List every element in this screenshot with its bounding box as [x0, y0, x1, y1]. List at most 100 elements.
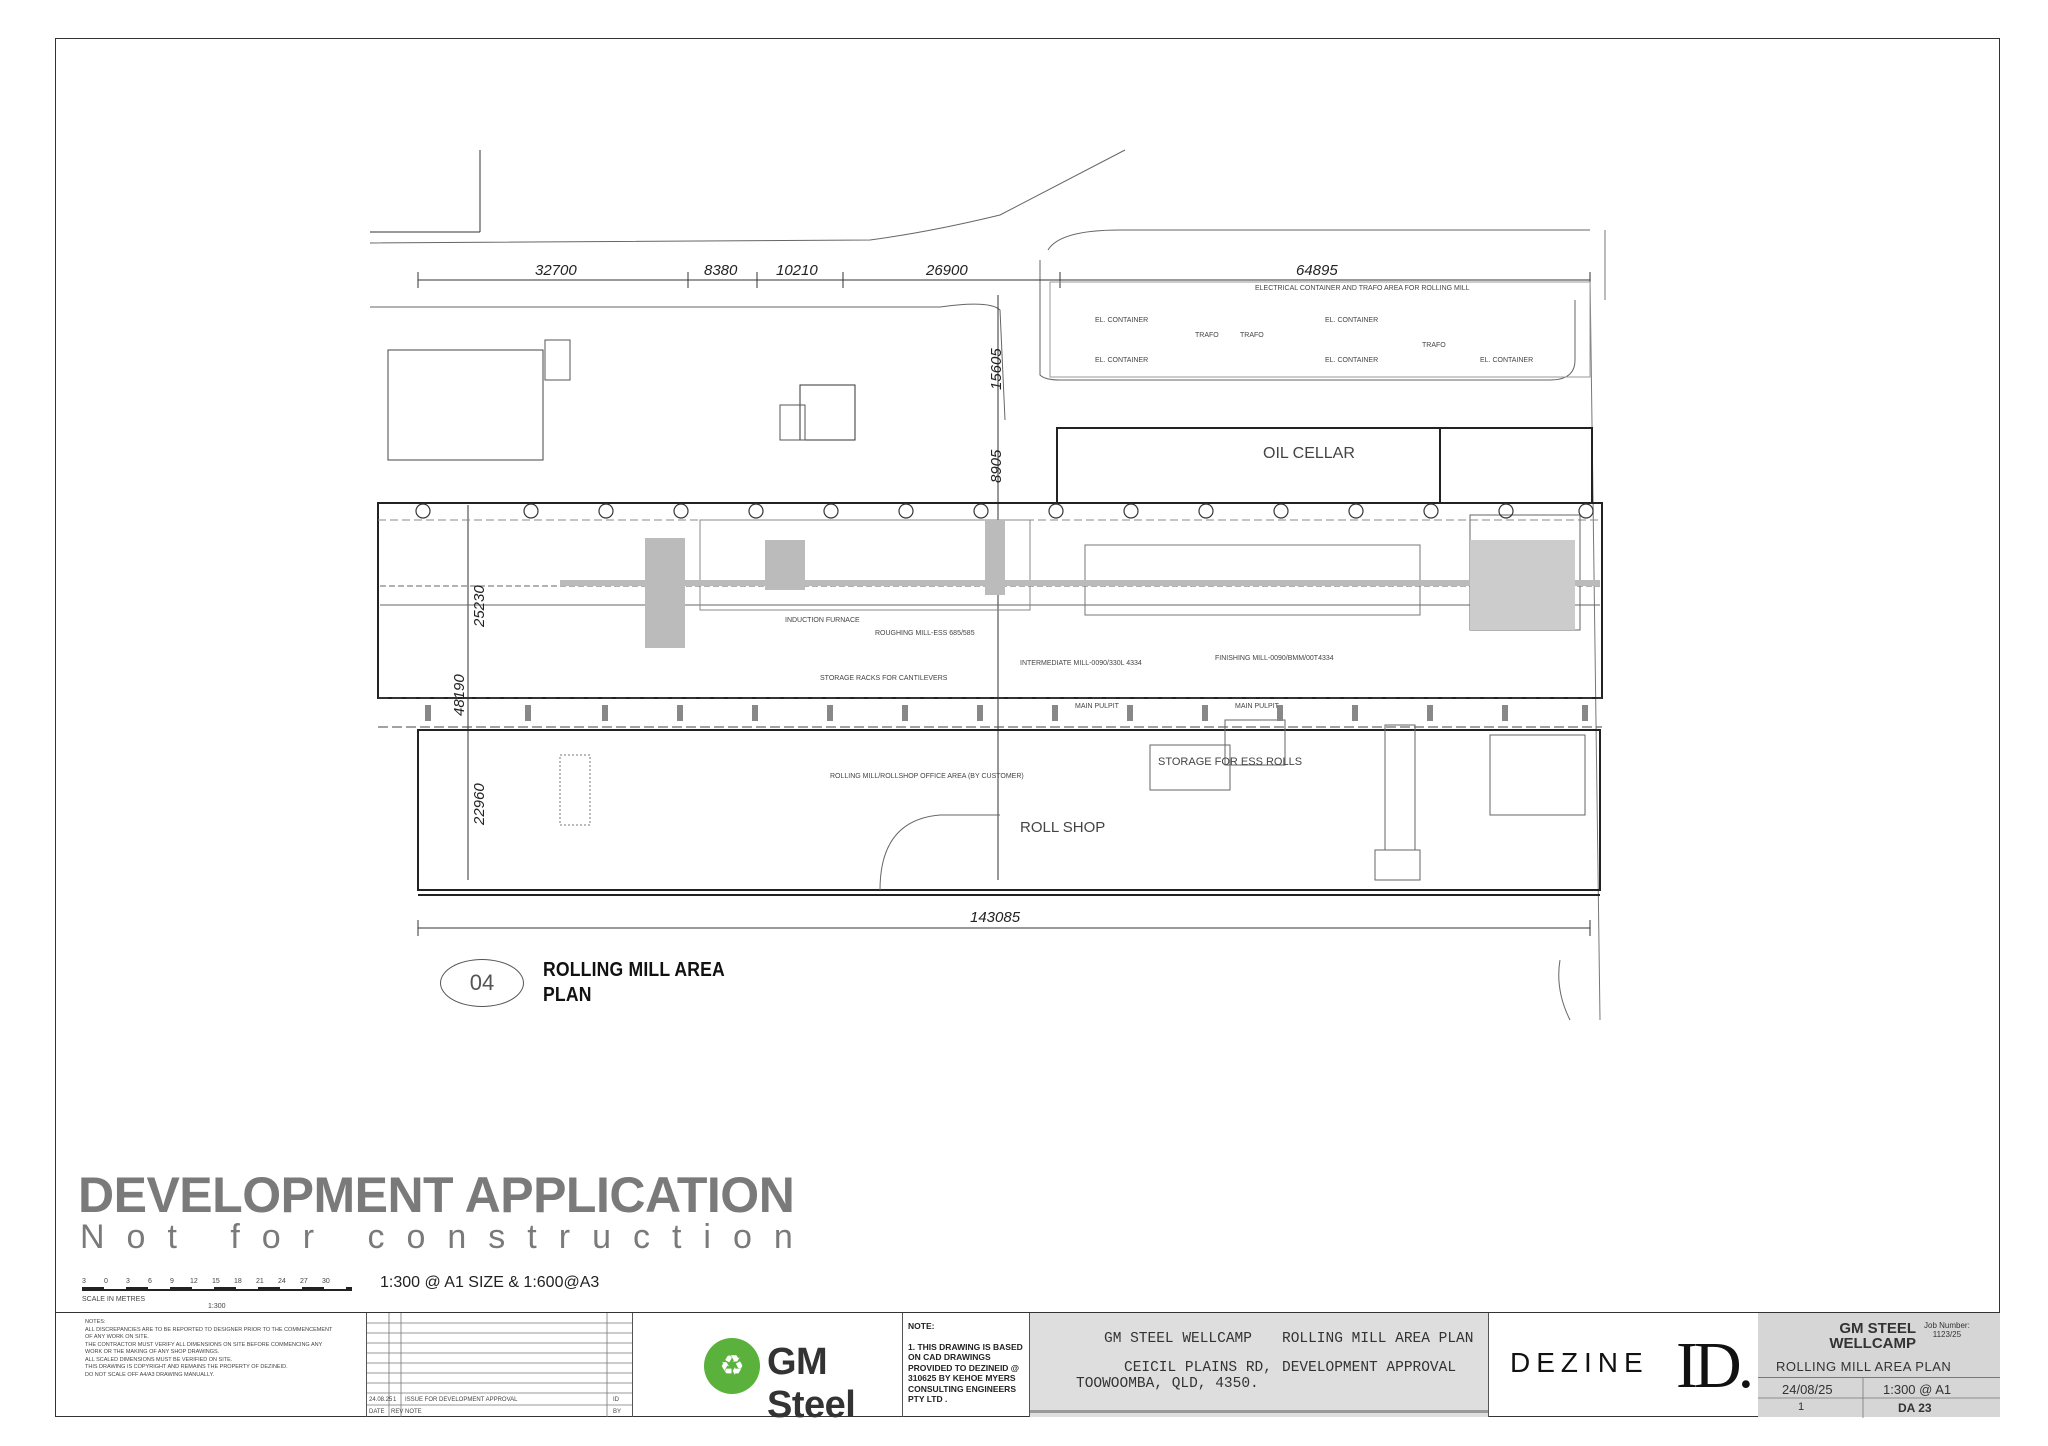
label-induction-furnace: INDUCTION FURNACE — [785, 617, 860, 624]
revision-date: 24.08.25 — [369, 1397, 393, 1403]
note-5: DO NOT SCALE OFF A4/A3 DRAWING MANUALLY. — [85, 1371, 215, 1378]
scale-tick-1: 0 — [104, 1278, 108, 1285]
revision-header-date: DATE — [369, 1409, 385, 1415]
project-name: GM STEEL WELLCAMP — [1104, 1331, 1252, 1347]
revision-table: 24.08.25 1 ISSUE FOR DEVELOPMENT APPROVA… — [367, 1313, 633, 1417]
job-number: Job Number: 1123/25 — [1924, 1321, 1970, 1339]
revision-date-value: 24/08/25 — [1782, 1382, 1833, 1397]
drawing-info-grid: 24/08/25 1:300 @ A1 1 DA 23 — [1758, 1377, 2000, 1418]
drawing-sheet-border — [55, 38, 2000, 1417]
plan-title-line1: ROLLING MILL AREA — [543, 959, 725, 981]
designer-logo: DEZINE ID. — [1488, 1313, 1759, 1417]
drawing-note-text: 1. THIS DRAWING IS BASED ON CAD DRAWINGS… — [908, 1341, 1023, 1405]
plan-title-line2: PLAN — [543, 984, 592, 1006]
scale-tick-11: 30 — [322, 1278, 330, 1285]
plan-title: ROLLING MILL AREA PLAN — [543, 958, 737, 1008]
label-trafo-3: TRAFO — [1422, 342, 1446, 349]
scale-tick-3: 6 — [148, 1278, 152, 1285]
scale-tick-5: 12 — [190, 1278, 198, 1285]
label-el-container-4: EL. CONTAINER — [1325, 357, 1378, 364]
scale-tick-7: 18 — [234, 1278, 242, 1285]
scale-value: 1:300 @ A1 — [1883, 1382, 1952, 1397]
dim-top-2: 8380 — [704, 262, 738, 279]
general-notes: NOTES: ALL DISCREPANCIES ARE TO BE REPOR… — [55, 1313, 367, 1417]
scale-label: SCALE IN METRES — [82, 1296, 145, 1303]
recycle-icon: ♻ — [704, 1338, 760, 1394]
dim-top-4: 26900 — [925, 262, 968, 279]
drawing-note: NOTE: 1. THIS DRAWING IS BASED ON CAD DR… — [902, 1313, 1030, 1417]
revision-note: ISSUE FOR DEVELOPMENT APPROVAL — [405, 1397, 518, 1403]
scale-tick-4: 9 — [170, 1278, 174, 1285]
label-main-pulpit-2: MAIN PULPIT — [1235, 703, 1280, 710]
scale-tick-9: 24 — [278, 1278, 286, 1285]
scale-tick-2: 3 — [126, 1278, 130, 1285]
drawing-title: ROLLING MILL AREA PLAN — [1776, 1359, 1952, 1374]
development-application-title: DEVELOPMENT APPLICATION — [78, 1167, 795, 1223]
label-trafo-2: TRAFO — [1240, 332, 1264, 339]
label-storage-cantilevers: STORAGE RACKS FOR CANTILEVERS — [820, 675, 948, 682]
plan-reference-badge: 04 — [440, 959, 524, 1007]
drawing-status: DEVELOPMENT APPROVAL — [1282, 1360, 1457, 1376]
dim-top-3: 10210 — [776, 262, 818, 279]
label-main-pulpit-1: MAIN PULPIT — [1075, 703, 1120, 710]
dim-side-4: 48190 — [451, 674, 468, 716]
not-for-construction-subtitle: Not for construction — [80, 1218, 815, 1256]
revision-header-note: NOTE — [405, 1409, 422, 1415]
revision-header-rev: REV — [391, 1409, 403, 1415]
drawing-info-grid-lines — [1758, 1378, 2000, 1418]
drawing-name: ROLLING MILL AREA PLAN — [1282, 1331, 1474, 1347]
note-4: THIS DRAWING IS COPYRIGHT AND REMAINS TH… — [85, 1364, 288, 1370]
scale-note: 1:300 @ A1 SIZE & 1:600@A3 — [380, 1274, 600, 1291]
label-el-container-1: EL. CONTAINER — [1095, 317, 1148, 324]
label-roughing-mill: ROUGHING MILL-ESS 685/585 — [875, 630, 975, 637]
label-oil-cellar: OIL CELLAR — [1263, 445, 1355, 462]
drawing-number: DA 23 — [1898, 1401, 1932, 1415]
project-details: GM STEEL WELLCAMP CEICIL PLAINS RD, TOOW… — [1030, 1313, 1489, 1417]
client-name: GM STEEL WELLCAMP — [1816, 1321, 1916, 1351]
client-name-line1: GM STEEL — [1839, 1320, 1916, 1337]
revision-by: ID — [613, 1397, 620, 1403]
label-electrical-area: ELECTRICAL CONTAINER AND TRAFO AREA FOR … — [1255, 285, 1470, 292]
note-2: THE CONTRACTOR MUST VERIFY ALL DIMENSION… — [85, 1341, 323, 1356]
scale-tick-8: 21 — [256, 1278, 264, 1285]
drawing-note-heading: NOTE: — [908, 1321, 935, 1331]
dim-side-3: 25230 — [471, 585, 488, 628]
dim-side-5: 22960 — [471, 783, 488, 826]
project-address-2: TOOWOOMBA, QLD, 4350. — [1076, 1376, 1259, 1392]
job-number-value: 1123/25 — [1932, 1330, 1962, 1339]
label-intermediate-mill: INTERMEDIATE MILL-0090/330L 4334 — [1020, 660, 1142, 667]
label-el-container-2: EL. CONTAINER — [1325, 317, 1378, 324]
label-finishing-mill: FINISHING MILL-0090/BMM/00T4334 — [1215, 655, 1334, 662]
title-block: NOTES: ALL DISCREPANCIES ARE TO BE REPOR… — [55, 1312, 2000, 1426]
scale-tick-6: 15 — [212, 1278, 220, 1285]
label-trafo-1: TRAFO — [1195, 332, 1219, 339]
dim-side-2: 8905 — [988, 449, 1005, 483]
dim-bottom: 143085 — [970, 909, 1021, 926]
scale-ratio: 1:300 — [208, 1303, 226, 1310]
revision-number: 1 — [393, 1397, 397, 1403]
client-logo-name: GM Steel — [767, 1341, 856, 1426]
designer-logo-word: DEZINE — [1510, 1347, 1649, 1378]
project-address-1: CEICIL PLAINS RD, — [1124, 1360, 1272, 1376]
client-logo: ♻ GM Steel — [632, 1313, 903, 1426]
note-1: ALL DISCREPANCIES ARE TO BE REPORTED TO … — [85, 1326, 333, 1341]
label-rolling-office: ROLLING MILL/ROLLSHOP OFFICE AREA (BY CU… — [830, 773, 1024, 780]
project-divider — [1030, 1410, 1488, 1413]
label-storage-rolls: STORAGE FOR ESS ROLLS — [1158, 756, 1302, 768]
scale-tick-10: 27 — [300, 1278, 308, 1285]
dim-side-1: 15605 — [988, 348, 1005, 390]
client-name-line2: WELLCAMP — [1829, 1335, 1916, 1352]
revision-value: 1 — [1798, 1401, 1805, 1413]
revision-header-by: BY — [613, 1409, 621, 1415]
drawing-info: GM STEEL WELLCAMP Job Number: 1123/25 RO… — [1758, 1313, 2000, 1418]
job-number-label: Job Number: — [1924, 1321, 1970, 1330]
scale-bar: 3 0 3 6 9 12 15 18 21 24 27 30 SCALE IN … — [82, 1278, 352, 1310]
label-roll-shop: ROLL SHOP — [1020, 819, 1105, 836]
dim-top-5: 64895 — [1296, 262, 1338, 279]
scale-tick-0: 3 — [82, 1278, 86, 1285]
label-el-container-3: EL. CONTAINER — [1095, 357, 1148, 364]
label-el-container-5: EL. CONTAINER — [1480, 357, 1533, 364]
notes-heading: NOTES: — [85, 1319, 106, 1325]
dim-top-1: 32700 — [535, 262, 577, 279]
